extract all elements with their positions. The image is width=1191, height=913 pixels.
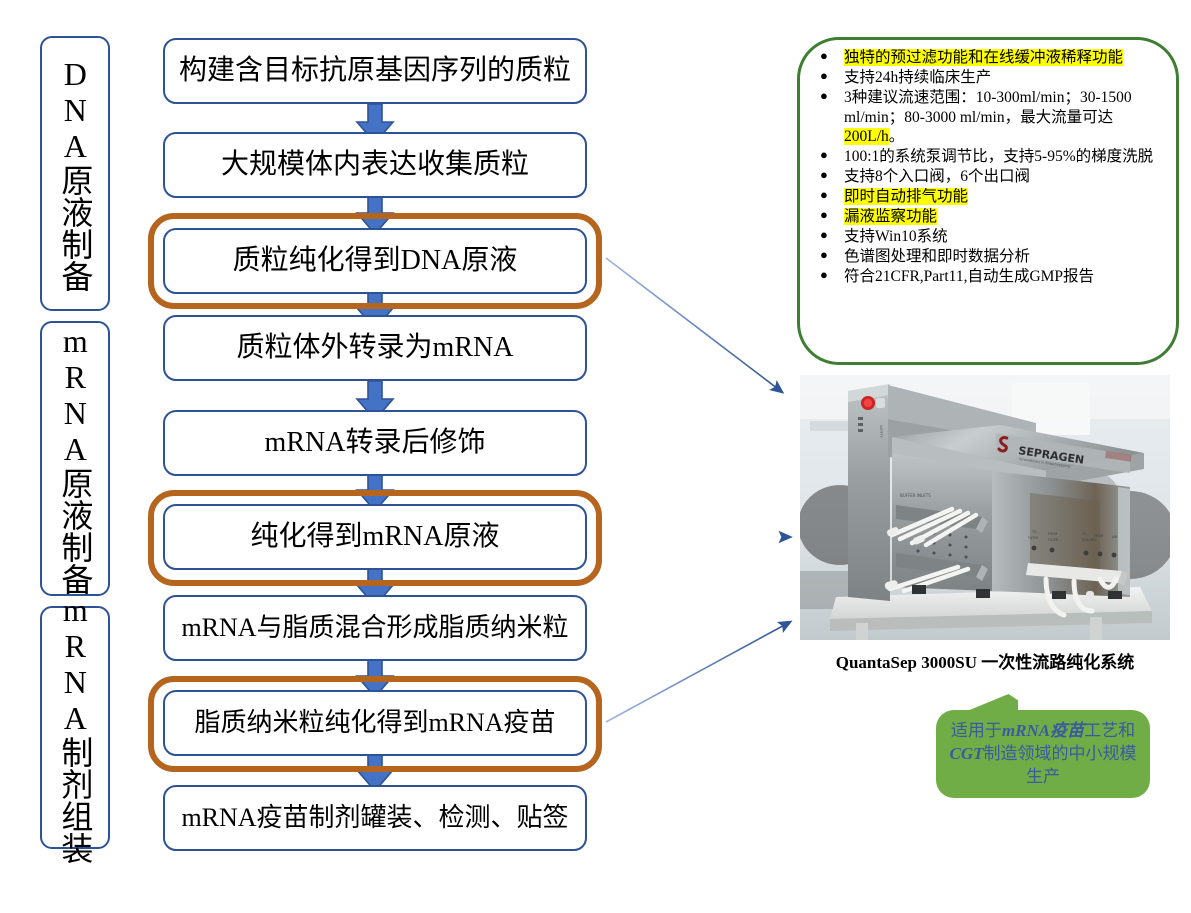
highlight-ring-dna-purification [148, 213, 602, 309]
callout-line1-prefix: 适用于 [950, 721, 1002, 740]
callout-line1-suffix: 工艺和 [1084, 721, 1136, 740]
feature-text-highlighted: 200L/h [844, 128, 889, 146]
flow-step-label: 纯化得到mRNA原液 [250, 521, 500, 552]
svg-text:AIR: AIR [1112, 535, 1118, 539]
product-photo-illustration: SAFETY SEPRAGEN Innovations in Bioproces… [800, 375, 1170, 640]
feature-text: 100:1的系统泵调节比，支持5-95%的梯度洗脱 [844, 148, 1154, 166]
flow-step-2[interactable]: 大规模体内表达收集质粒 [163, 132, 587, 198]
callout-line1-bold: mRNA疫苗 [1001, 721, 1085, 740]
feature-text: 支持Win10系统 [844, 228, 948, 246]
flow-step-label: 质粒纯化得到DNA原液 [232, 245, 518, 276]
svg-text:TO: TO [1081, 532, 1087, 536]
flow-step-9[interactable]: mRNA疫苗制剂罐装、检测、贴签 [163, 785, 587, 851]
flow-step-4[interactable]: 质粒体外转录为mRNA [163, 315, 587, 381]
flow-step-label: 脂质纳米粒纯化得到mRNA疫苗 [194, 708, 556, 737]
svg-text:TO: TO [1031, 530, 1037, 534]
product-photo: SAFETY SEPRAGEN Innovations in Bioproces… [800, 375, 1170, 640]
feature-list-item: 支持24h持续临床生产 [820, 67, 1160, 88]
connector-dna-purification [605, 257, 785, 394]
highlight-ring-mrna-purification [148, 490, 602, 586]
flow-step-3[interactable]: 质粒纯化得到DNA原液 [163, 228, 587, 294]
svg-text:SAFETY: SAFETY [879, 425, 883, 439]
svg-text:COLUMN: COLUMN [1082, 538, 1096, 542]
stage-label-text: DNA原液制备 [57, 55, 94, 292]
connector-lnp-purification [605, 620, 793, 723]
svg-text:FROM: FROM [1048, 532, 1058, 536]
flow-step-7[interactable]: mRNA与脂质混合形成脂质纳米粒 [163, 595, 587, 661]
flow-step-1[interactable]: 构建含目标抗原基因序列的质粒 [163, 38, 587, 104]
flow-arrow-4-5 [355, 381, 395, 421]
feature-text: 符合21CFR,Part11,自动生成GMP报告 [844, 268, 1095, 286]
flow-step-label: 质粒体外转录为mRNA [236, 332, 514, 363]
application-callout: 适用于mRNA疫苗工艺和 CGT制造领域的中小规模生产 [936, 694, 1150, 798]
feature-list-item: 即时自动排气功能 [820, 186, 1160, 207]
stage-label-text: mRNA制剂组装 [57, 591, 94, 864]
stage-label-mrna-bulk-prep: mRNA原液制备 [40, 321, 110, 596]
svg-text:Innovations in Bioprocessing: Innovations in Bioprocessing [1019, 457, 1071, 469]
flow-step-label: 大规模体内表达收集质粒 [220, 149, 529, 180]
feature-list-item: 漏液监察功能 [820, 206, 1160, 227]
flow-step-5[interactable]: mRNA转录后修饰 [163, 410, 587, 476]
callout-line2-bold: CGT [949, 743, 984, 763]
feature-list-item: 支持Win10系统 [820, 226, 1160, 247]
stage-label-mrna-formulation: mRNA制剂组装 [40, 592, 110, 864]
feature-text: 。 [888, 128, 905, 146]
flow-step-6[interactable]: 纯化得到mRNA原液 [163, 504, 587, 570]
feature-list-item: 支持8个入口阀，6个出口阀 [820, 166, 1160, 187]
feature-list-item: 色谱图处理和即时数据分析 [820, 246, 1160, 267]
svg-text:FROM: FROM [1094, 534, 1104, 538]
feature-text-highlighted: 即时自动排气功能 [844, 188, 969, 206]
feature-text-highlighted: 独特的预过滤功能和在线缓冲液稀释功能 [844, 49, 1124, 66]
callout-line2-suffix: 制造领域的中小规模 [983, 743, 1137, 763]
flow-step-label: mRNA转录后修饰 [264, 427, 486, 458]
feature-text: 支持8个入口阀，6个出口阀 [844, 168, 1031, 186]
product-caption: QuantaSep 3000SU 一次性流路纯化系统 [835, 653, 1135, 672]
feature-text: 3种建议流速范围：10-300ml/min；30-1500 ml/min；80-… [844, 89, 1132, 126]
feature-text: 色谱图处理和即时数据分析 [844, 248, 1031, 266]
svg-text:BUFFER INLETS: BUFFER INLETS [900, 493, 931, 498]
svg-text:FILTER: FILTER [1028, 536, 1039, 540]
flow-step-label: 构建含目标抗原基因序列的质粒 [178, 55, 571, 86]
callout-line3: 生产 [1026, 766, 1060, 786]
callout-text: 适用于mRNA疫苗工艺和 CGT制造领域的中小规模生产 [944, 720, 1142, 789]
feature-list-item: 符合21CFR,Part11,自动生成GMP报告 [820, 266, 1160, 287]
stage-label-dna-bulk-prep: DNA原液制备 [40, 36, 110, 311]
feature-list-item: 3种建议流速范围：10-300ml/min；30-1500 ml/min；80-… [820, 87, 1160, 147]
feature-text: 支持24h持续临床生产 [844, 69, 992, 87]
feature-list: 独特的预过滤功能和在线缓冲液稀释功能支持24h持续临床生产 3种建议流速范围：10… [810, 47, 1166, 287]
feature-list-panel: 独特的预过滤功能和在线缓冲液稀释功能支持24h持续临床生产 3种建议流速范围：10… [797, 37, 1179, 365]
svg-text:FILTER: FILTER [1048, 538, 1059, 542]
feature-text-highlighted: 漏液监察功能 [844, 208, 938, 226]
callout-bubble [936, 710, 1150, 798]
flow-step-label: mRNA与脂质混合形成脂质纳米粒 [181, 613, 569, 642]
flow-step-label: mRNA疫苗制剂罐装、检测、贴签 [181, 803, 569, 832]
highlight-ring-lnp-purification [148, 676, 602, 772]
feature-list-item: 100:1的系统泵调节比，支持5-95%的梯度洗脱 [820, 146, 1160, 167]
feature-list-item: 独特的预过滤功能和在线缓冲液稀释功能 [820, 47, 1160, 68]
flow-step-8[interactable]: 脂质纳米粒纯化得到mRNA疫苗 [163, 690, 587, 756]
stage-label-text: mRNA原液制备 [57, 322, 94, 595]
